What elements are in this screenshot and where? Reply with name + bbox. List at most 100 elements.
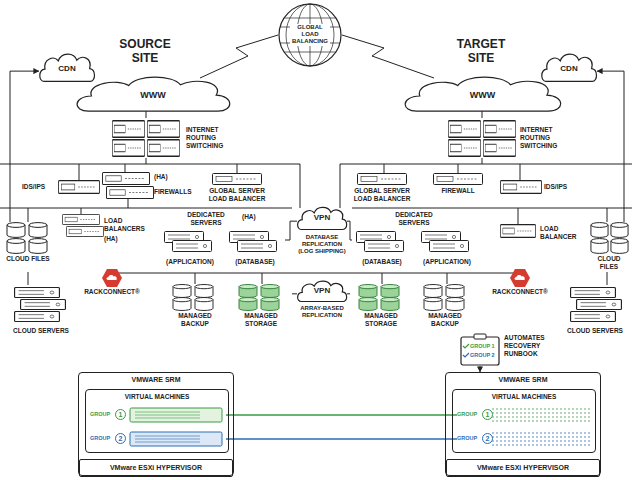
- firewall-icon: [102, 173, 149, 185]
- server: (DATABASE): [225, 230, 285, 268]
- node-label: IDS/IPS: [544, 183, 592, 191]
- vm-box: VIRTUAL MACHINESGROUP1GROUP2: [452, 389, 596, 453]
- router-switch: INTERNET ROUTING SWITCHING: [112, 118, 242, 160]
- node-label: CLOUD FILES: [4, 255, 52, 263]
- site-heading: SOURCE SITE: [114, 38, 176, 66]
- load-balancer: LOAD BALANCER: [500, 222, 584, 246]
- node-label: CLOUD SERVERS: [564, 327, 626, 335]
- node-label: VMware ESXi HYPERVISOR: [447, 464, 599, 472]
- cloud: CDN: [38, 50, 96, 82]
- firewall-icon: [106, 187, 153, 199]
- firewall: FIREWALLS: [100, 170, 204, 204]
- connector: [607, 272, 608, 285]
- annotation: (HA): [242, 213, 264, 221]
- server: CLOUD SERVERS: [564, 285, 626, 343]
- node-label: 1: [482, 409, 493, 420]
- server: [15, 287, 60, 297]
- disk: [29, 223, 47, 238]
- annotation: DEDICATED SERVERS: [175, 211, 237, 227]
- node-label: AUTOMATES RECOVERY RUNBOOK: [504, 334, 560, 357]
- disk: [446, 298, 464, 311]
- connector: [146, 111, 147, 118]
- vm-server: [130, 408, 222, 422]
- gslb-icon: [213, 174, 262, 185]
- ids-icon: [500, 181, 541, 194]
- node-label: VIRTUAL MACHINES: [86, 393, 228, 401]
- storage-icon: MANAGED STORAGE: [230, 282, 292, 330]
- server: [571, 311, 616, 321]
- node-label: 2: [482, 433, 493, 444]
- rackconnect: RACKCONNECT®: [72, 268, 152, 300]
- node-label: GLOBAL SERVER LOAD BALANCER: [350, 187, 414, 203]
- node-label: IDS/IPS: [22, 183, 56, 191]
- connector: [285, 221, 297, 240]
- vpn-cloud: VPN: [296, 204, 348, 230]
- node-label: LOAD BALANCERS: [104, 217, 158, 233]
- server: [365, 241, 404, 252]
- lb-icon: [62, 214, 99, 224]
- node-label: INTERNET ROUTING SWITCHING: [520, 126, 578, 149]
- disk: [446, 285, 464, 298]
- annotation: DEDICATED SERVERS: [383, 211, 445, 227]
- globe-outline: [279, 4, 341, 66]
- server: [430, 241, 469, 252]
- node-label: GROUP: [90, 411, 114, 418]
- disk: [611, 239, 628, 254]
- node-label: VIRTUAL MACHINES: [453, 393, 595, 401]
- connector: [342, 35, 434, 78]
- server: [21, 299, 66, 309]
- disk: [359, 285, 377, 298]
- storage-icon: CLOUD FILES: [588, 222, 630, 272]
- connector: [200, 35, 278, 78]
- vm-placeholder: [492, 433, 590, 445]
- server: [15, 311, 60, 321]
- site-heading: TARGET SITE: [450, 38, 512, 66]
- runbook-outline: [460, 334, 500, 366]
- vm-server: [130, 432, 222, 446]
- load-balancer: GLOBAL SERVER LOAD BALANCER: [205, 171, 269, 206]
- node-label: CLOUD SERVERS: [8, 327, 74, 335]
- node-label: FIREWALLS: [154, 188, 204, 196]
- disk: [29, 239, 47, 254]
- server: (DATABASE): [352, 230, 412, 268]
- device: [448, 121, 480, 138]
- connector: [292, 293, 297, 294]
- connector: [347, 221, 352, 240]
- vm-group: GROUP2: [457, 430, 593, 448]
- node-label: VPN: [296, 286, 348, 296]
- ids-icon: [58, 181, 99, 194]
- node-label: MANAGED BACKUP: [165, 312, 225, 328]
- srm-box: VMWARE SRMVIRTUAL MACHINESGROUP1GROUP2VM…: [445, 372, 601, 476]
- node-label: VMWARE SRM: [446, 376, 600, 384]
- device: [112, 140, 144, 157]
- disk: [381, 298, 399, 311]
- storage-icon: CLOUD FILES: [4, 222, 52, 272]
- node-label: GROUP: [457, 411, 481, 418]
- disk: [591, 223, 608, 238]
- vpn-cloud: VPN: [296, 278, 348, 302]
- node-label: GROUP: [457, 435, 481, 442]
- node-label: GLOBAL LOAD BALANCING: [290, 24, 330, 46]
- firewall: FIREWALL: [428, 171, 488, 206]
- router-switch: INTERNET ROUTING SWITCHING: [448, 118, 578, 160]
- node-label: WWW: [400, 90, 565, 101]
- connector: [10, 71, 39, 222]
- node-label: (DATABASE): [352, 258, 412, 266]
- device: [448, 140, 480, 157]
- node-label: 2: [115, 433, 126, 444]
- device: [147, 140, 179, 157]
- node-label: CDN: [540, 64, 598, 74]
- storage-icon: MANAGED STORAGE: [350, 282, 412, 330]
- node-label: VPN: [296, 213, 348, 223]
- hypervisor-bar: VMware ESXi HYPERVISOR: [79, 459, 233, 477]
- node-label: VMWARE SRM: [79, 376, 233, 384]
- device: [483, 121, 515, 138]
- load-balancer: GLOBAL SERVER LOAD BALANCER: [350, 171, 414, 206]
- vm-group: GROUP2: [90, 430, 226, 448]
- connector: [482, 111, 483, 118]
- globe: GLOBAL LOAD BALANCING: [278, 3, 342, 67]
- annotation: ARRAY-BASED REPLICATION: [298, 305, 346, 319]
- node-label: INTERNET ROUTING SWITCHING: [186, 126, 242, 149]
- latitude: [280, 4, 340, 66]
- node-label: CDN: [38, 64, 96, 74]
